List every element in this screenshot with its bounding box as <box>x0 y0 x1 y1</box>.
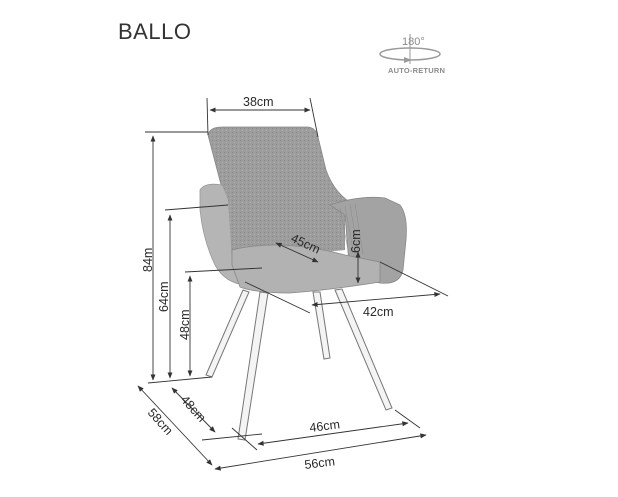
label-leg-width: 46cm <box>309 417 341 435</box>
label-seat-width: 42cm <box>363 305 394 319</box>
label-leg-depth: 48cm <box>178 393 209 425</box>
label-cushion-thickness: 6cm <box>349 229 363 253</box>
label-seat-height: 48cm <box>178 309 192 340</box>
label-total-height: 84m <box>141 248 155 272</box>
rotation-degrees: 180° <box>402 36 425 48</box>
label-backrest-width: 38cm <box>243 95 274 109</box>
chair-body <box>199 126 407 294</box>
chair-legs <box>205 288 393 441</box>
dimension-lines <box>137 97 449 471</box>
auto-return-label: AUTO-RETURN <box>388 66 446 75</box>
auto-return-badge: 180° AUTO-RETURN <box>370 30 450 80</box>
label-armrest-height: 64cm <box>157 281 171 312</box>
label-total-width: 56cm <box>304 454 336 472</box>
product-title: BALLO <box>118 19 192 44</box>
rotation-180-icon <box>379 34 441 64</box>
